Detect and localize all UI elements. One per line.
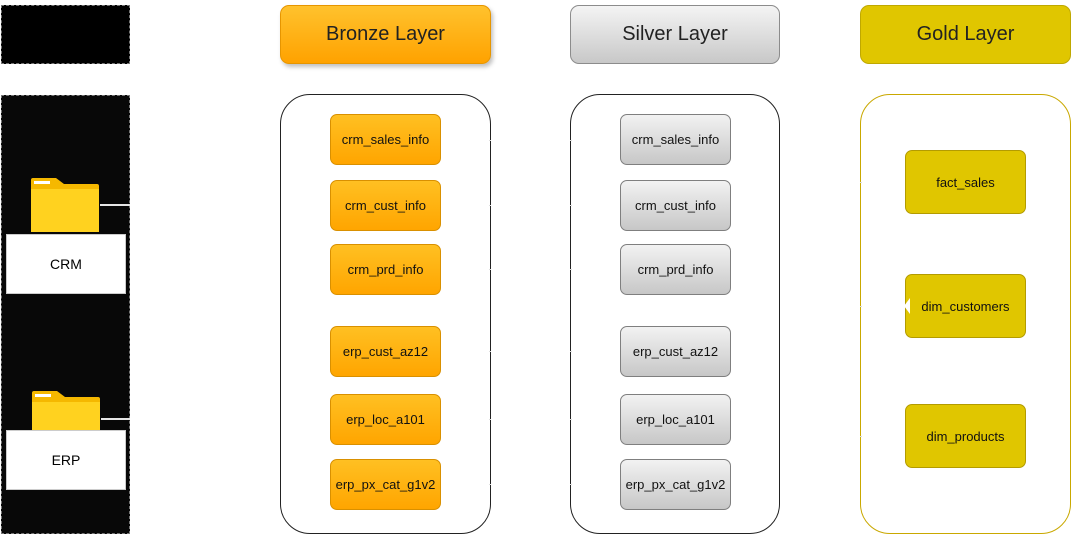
edge-tick <box>860 436 862 437</box>
edge-tick <box>570 484 572 485</box>
edge-tick <box>489 269 491 270</box>
silver-table-crm-sales-info: crm_sales_info <box>620 114 731 165</box>
edge-tick <box>570 269 572 270</box>
edge-tick <box>489 351 491 352</box>
silver-layer-header: Silver Layer <box>570 5 780 64</box>
gold-layer-header: Gold Layer <box>860 5 1071 64</box>
bronze-layer-container <box>280 94 491 534</box>
edge-tick <box>489 484 491 485</box>
arrowhead-icon <box>904 298 910 314</box>
edge-tick <box>489 205 491 206</box>
edge-tick <box>570 419 572 420</box>
silver-table-crm-prd-info: crm_prd_info <box>620 244 731 295</box>
edge-tick <box>570 205 572 206</box>
silver-table-crm-cust-info: crm_cust_info <box>620 180 731 231</box>
silver-table-erp-px-cat-g1v2: erp_px_cat_g1v2 <box>620 459 731 510</box>
bronze-table-erp-px-cat-g1v2: erp_px_cat_g1v2 <box>330 459 441 510</box>
edge-tick <box>489 419 491 420</box>
crm-source-label: CRM <box>6 234 126 294</box>
bronze-table-crm-sales-info: crm_sales_info <box>330 114 441 165</box>
edge-tick <box>570 351 572 352</box>
erp-connector <box>101 418 130 420</box>
erp-source-label: ERP <box>6 430 126 490</box>
bronze-layer-header: Bronze Layer <box>280 5 491 64</box>
gold-table-fact-sales: fact_sales <box>905 150 1026 214</box>
bronze-table-crm-prd-info: crm_prd_info <box>330 244 441 295</box>
silver-table-erp-cust-az12: erp_cust_az12 <box>620 326 731 377</box>
folder-icon <box>31 178 99 232</box>
source-header-box <box>1 5 130 64</box>
bronze-table-erp-cust-az12: erp_cust_az12 <box>330 326 441 377</box>
gold-table-dim-customers: dim_customers <box>905 274 1026 338</box>
gold-table-dim-products: dim_products <box>905 404 1026 468</box>
silver-layer-container <box>570 94 780 534</box>
edge-tick <box>570 140 572 141</box>
edge-tick <box>860 306 862 307</box>
bronze-table-crm-cust-info: crm_cust_info <box>330 180 441 231</box>
edge-tick <box>489 140 491 141</box>
silver-table-erp-loc-a101: erp_loc_a101 <box>620 394 731 445</box>
bronze-table-erp-loc-a101: erp_loc_a101 <box>330 394 441 445</box>
edge-tick <box>860 182 862 183</box>
crm-connector <box>100 204 130 206</box>
